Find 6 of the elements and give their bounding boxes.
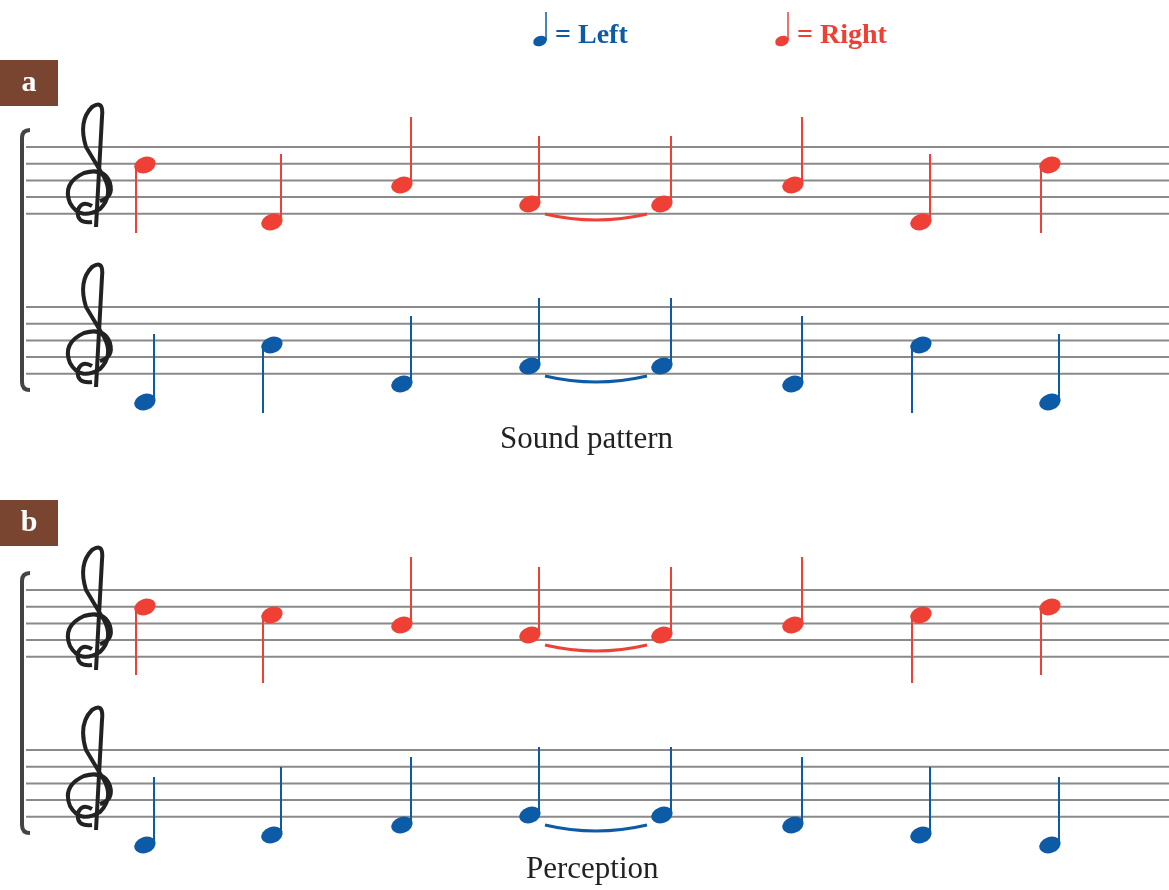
caption-text: Sound pattern — [500, 420, 674, 456]
panel-label: b — [0, 500, 58, 546]
caption-text: Perception — [526, 850, 659, 886]
panel-label: a — [0, 60, 58, 106]
legend-text: = Left — [555, 18, 628, 50]
legend-text: = Right — [797, 18, 887, 50]
